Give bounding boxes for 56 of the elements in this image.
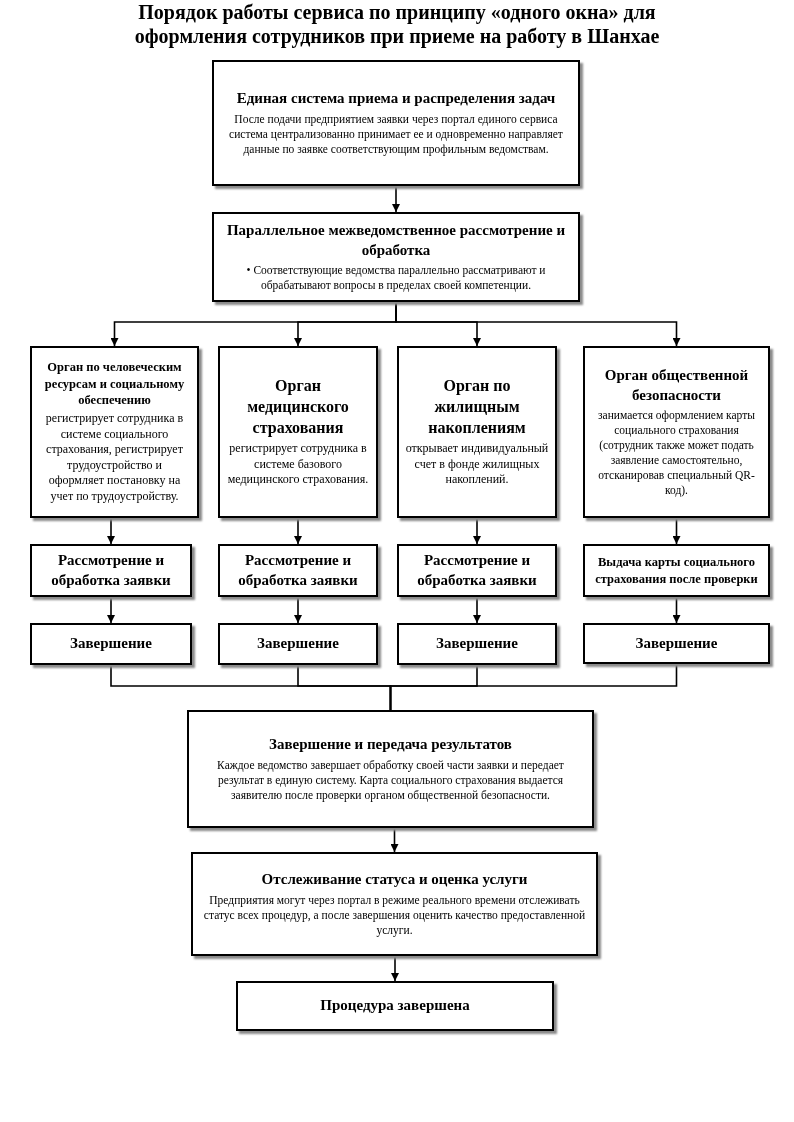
box-heading: Рассмотрение и обработка заявки	[237, 551, 359, 590]
box-description: Каждое ведомство завершает обработку своей части заявки и передает результат в единую систему. Карта социального страхования выдается заявителю после проверки органом общественной безопасности.	[216, 757, 565, 803]
box-heading: Рассмотрение и обработка заявки	[416, 551, 538, 590]
box-heading: Единая система приема и распределения задач	[236, 89, 556, 109]
box-heading: Параллельное межведомственное рассмотрение и обработка	[225, 221, 567, 260]
box-heading: Завершение и передача результатов	[269, 735, 512, 755]
process-box	[397, 623, 557, 665]
box-description: Предприятия могут через портал в режиме реального времени отслеживать статус всех процедур, а после завершения оценить качество предоставленной услуги.	[202, 892, 587, 938]
box-heading: Завершение	[257, 634, 339, 654]
process-box	[30, 346, 199, 518]
box-description: занимается оформлением карты социального страхования (сотрудник также может подать заявление самостоятельно, отсканировав специальный QR-код).	[597, 408, 756, 498]
process-box	[218, 544, 378, 597]
process-box	[212, 212, 580, 302]
box-description: открывает индивидуальный счет в фонде жилищных накоплений.	[405, 441, 549, 489]
diagram-title: Порядок работы сервиса по принципу «одного окна» для оформления сотрудников при приеме на работу в Шанхае	[133, 0, 661, 48]
box-heading: Рассмотрение и обработка заявки	[50, 551, 172, 590]
box-heading: Завершение	[635, 633, 718, 653]
process-box	[30, 544, 192, 597]
process-box	[397, 544, 557, 597]
arrow	[672, 596, 681, 624]
arrow	[395, 301, 681, 347]
process-box	[187, 710, 594, 828]
process-box	[583, 346, 770, 518]
arrow	[107, 517, 115, 545]
box-heading: Орган медицинского страхования	[246, 375, 350, 439]
process-box	[30, 623, 192, 665]
process-box	[218, 346, 378, 518]
box-heading: Отслеживание статуса и оценка услуги	[261, 870, 528, 890]
arrow	[294, 517, 302, 545]
process-box	[236, 981, 554, 1031]
process-box	[191, 852, 598, 956]
arrow	[473, 596, 481, 624]
box-description: После подачи предприятием заявки через портал единого сервиса система централизованно принимает ее и одновременно направляет данные по заявке соответствующим профильным ведомствам.	[228, 111, 564, 157]
arrow	[391, 955, 399, 982]
connector-line	[389, 663, 678, 711]
box-heading: Орган общественной безопасности	[603, 366, 750, 405]
arrow	[392, 185, 400, 213]
arrow	[107, 596, 115, 624]
box-description: • Соответствующие ведомства параллельно рассматривают и обрабатывают вопросы в пределах своей компетенции.	[245, 263, 547, 293]
box-heading: Орган по жилищным накоплениям	[427, 375, 527, 438]
process-box	[397, 346, 557, 518]
box-heading: Завершение	[436, 634, 518, 654]
arrow	[473, 517, 481, 545]
process-box	[212, 60, 580, 186]
box-description: регистрирует сотрудника в системе социального страхования, регистрирует трудоустройство и оформляет постановку на учет по трудоустройству.	[44, 411, 185, 505]
box-heading: Выдача карты социального страхования после проверки	[594, 554, 759, 587]
arrow	[390, 827, 399, 853]
box-heading: Орган по человеческим ресурсам и социальному обеспечению	[43, 359, 186, 409]
arrow	[294, 596, 302, 624]
process-box	[583, 544, 770, 597]
box-heading: Процедура завершена	[320, 996, 470, 1016]
arrow	[672, 517, 681, 545]
box-heading: Завершение	[70, 634, 152, 654]
box-description: регистрирует сотрудника в системе базового медицинского страхования.	[226, 441, 370, 489]
process-box	[583, 623, 770, 664]
process-box	[218, 623, 378, 665]
